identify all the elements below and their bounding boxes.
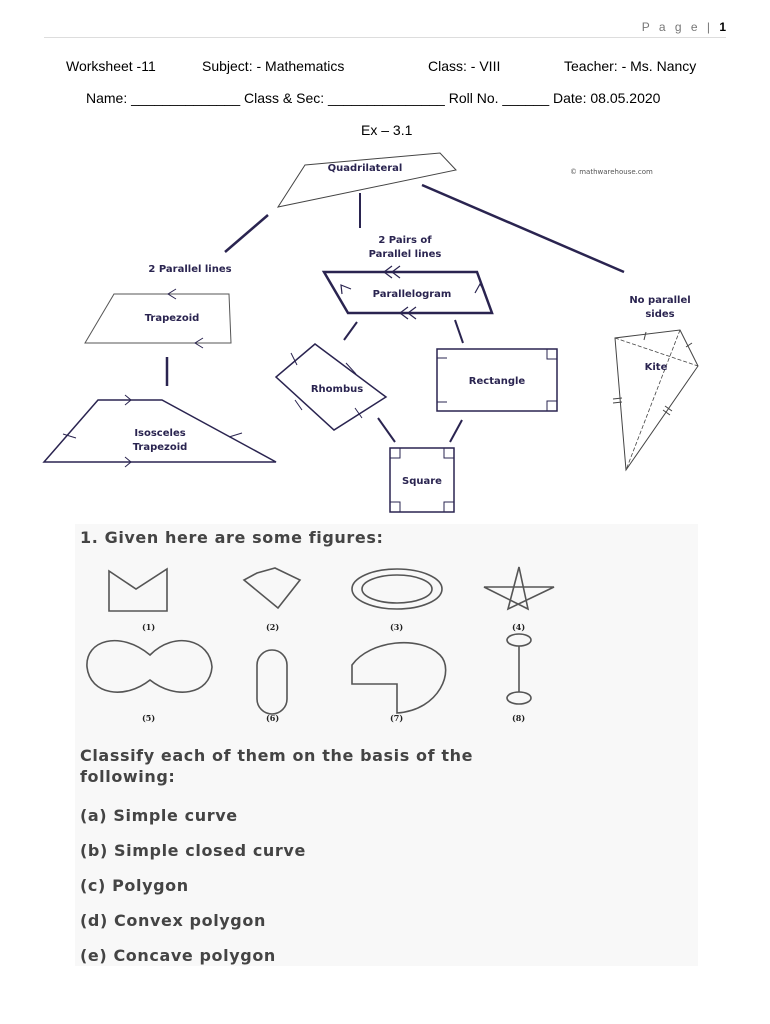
connector [454, 319, 464, 344]
worksheet-number: Worksheet -11 [66, 58, 156, 74]
figure-2 [242, 567, 302, 610]
option-d: (d) Convex polygon [80, 911, 266, 930]
option-a: (a) Simple curve [80, 806, 238, 825]
connector [343, 321, 358, 341]
question-panel [75, 524, 698, 966]
page-number-value: 1 [719, 20, 726, 34]
label-two-parallel: 2 Parallel lines [148, 264, 231, 275]
figure-7 [351, 641, 447, 714]
trapezoid-shape [84, 293, 232, 344]
square-shape [389, 447, 455, 513]
label-two-pairs-2: Parallel lines [369, 249, 442, 260]
quadrilateral-shape [276, 152, 457, 208]
label-square: Square [402, 476, 442, 487]
option-c: (c) Polygon [80, 876, 189, 895]
teacher: Teacher: - Ms. Nancy [564, 58, 697, 74]
parallel-arrow [167, 288, 204, 349]
tick-marks [290, 352, 363, 419]
instruction: Classify each of them on the basis of th… [80, 746, 474, 765]
connector [224, 214, 269, 253]
figure-label: (8) [512, 713, 526, 723]
figure-8-bottom [506, 691, 532, 705]
label-no-parallel: No parallel [629, 295, 690, 306]
parallelogram-shape [321, 270, 494, 315]
figure-1 [108, 567, 168, 612]
label-two-pairs: 2 Pairs of [378, 235, 432, 246]
connector [377, 417, 396, 443]
connector [449, 419, 463, 443]
figure-label: (6) [266, 713, 280, 723]
option-b: (b) Simple closed curve [80, 841, 306, 860]
tick-marks [62, 394, 243, 468]
figure-5 [86, 639, 213, 693]
instruction-2: following: [80, 767, 176, 786]
figures [86, 566, 555, 715]
label-isosceles-2: Trapezoid [133, 442, 188, 453]
student-details: Name: ______________ Class & Sec: ______… [86, 90, 661, 106]
figure-8-top [506, 633, 532, 647]
subject: Subject: - Mathematics [202, 58, 345, 74]
class: Class: - VIII [428, 58, 501, 74]
exercise-title: Ex – 3.1 [361, 122, 413, 138]
figure-6 [256, 649, 288, 715]
figure-label: (5) [142, 713, 156, 723]
figure-4 [483, 566, 555, 611]
figure-label: (4) [512, 622, 526, 632]
connector [421, 183, 625, 274]
kite-shape [614, 329, 699, 472]
page-number: P a g e | 1 [641, 20, 726, 34]
label-kite: Kite [645, 362, 668, 373]
label-parallelogram: Parallelogram [373, 289, 452, 300]
tick-marks [612, 331, 693, 416]
figure-3-inner [361, 574, 433, 604]
isosceles-trapezoid-shape [42, 399, 277, 463]
label-quadrilateral: Quadrilateral [328, 163, 403, 174]
rhombus-shape [274, 343, 388, 431]
figure-label: (7) [390, 713, 404, 723]
label-isosceles: Isosceles [134, 428, 185, 439]
watermark: © mathwarehouse.com [570, 168, 653, 176]
figure-label: (3) [390, 622, 404, 632]
label-rhombus: Rhombus [311, 384, 363, 395]
label-rectangle: Rectangle [469, 376, 526, 387]
figure-label: (1) [142, 622, 156, 632]
question-title: 1. Given here are some figures: [80, 528, 384, 547]
page-label: P a g e [641, 20, 701, 34]
figure-3-outer [351, 568, 443, 610]
label-no-parallel-2: sides [645, 309, 674, 320]
quadrilateral-diagram: © mathwarehouse.com Quadrilateral 2 Para… [42, 152, 699, 513]
figure-label: (2) [266, 622, 280, 632]
parallel-arrows [340, 265, 486, 320]
rectangle-shape [436, 348, 558, 412]
header-rule [44, 37, 726, 38]
right-angle-marks [390, 448, 454, 512]
kite-diagonals [614, 329, 699, 471]
label-trapezoid: Trapezoid [145, 313, 200, 324]
option-e: (e) Concave polygon [80, 946, 276, 965]
right-angle-marks [437, 349, 557, 411]
